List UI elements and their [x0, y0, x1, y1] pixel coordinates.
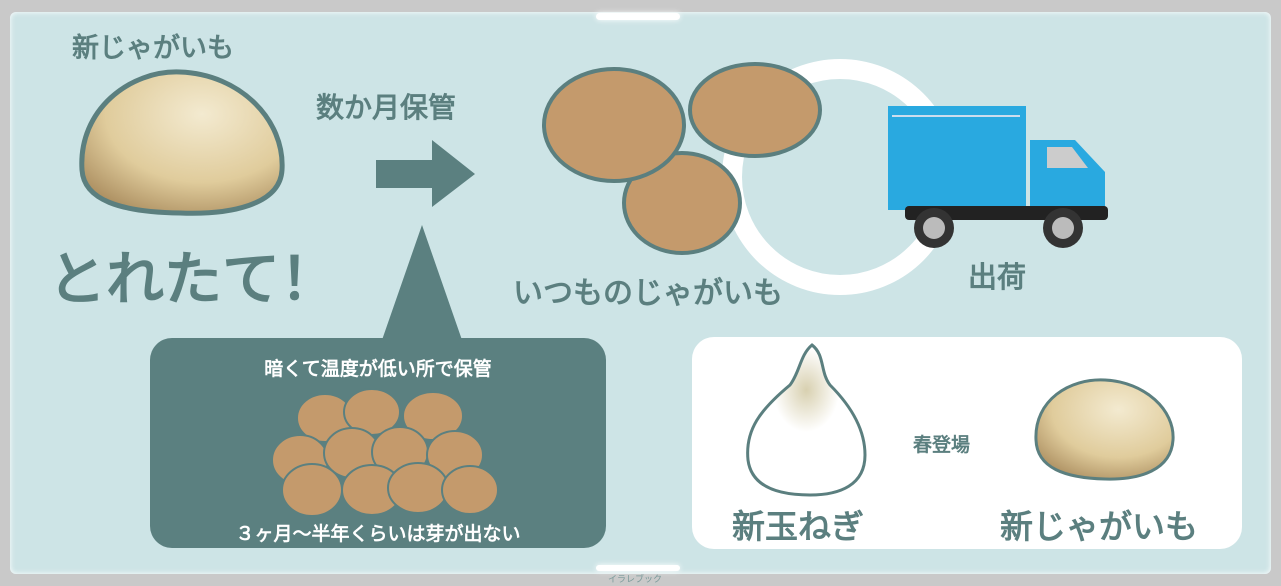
- watermark: イラレブック: [608, 575, 663, 585]
- storage-months-label: 数か月保管: [316, 91, 457, 124]
- new-potato-icon: [79, 69, 285, 216]
- new-onion-label: 新玉ねぎ: [732, 507, 864, 546]
- regular-potato-label: いつものじゃがいも: [513, 276, 783, 311]
- top-highlight: [596, 13, 680, 20]
- stored-potatoes-icon: [542, 62, 822, 255]
- storage-title: 暗くて温度が低い所で保管: [264, 358, 492, 380]
- new-potato-title: 新じゃがいも: [72, 33, 234, 64]
- truck-icon: [888, 106, 1108, 248]
- new-potato-small-icon: [1034, 378, 1175, 481]
- storage-note: ３ヶ月〜半年くらいは芽が出ない: [235, 523, 521, 545]
- arrow-right-icon: [376, 140, 475, 207]
- bottom-highlight: [596, 565, 680, 571]
- shipping-label: 出荷: [968, 260, 1027, 294]
- fresh-harvest-text: とれたて！: [48, 245, 339, 313]
- new-potato-label: 新じゃがいも: [1000, 507, 1198, 546]
- new-onion-icon: [746, 343, 867, 497]
- callout-pointer: [382, 225, 462, 340]
- spring-arrival-label: 春登場: [913, 434, 971, 456]
- potato-pile-icon: [271, 388, 499, 517]
